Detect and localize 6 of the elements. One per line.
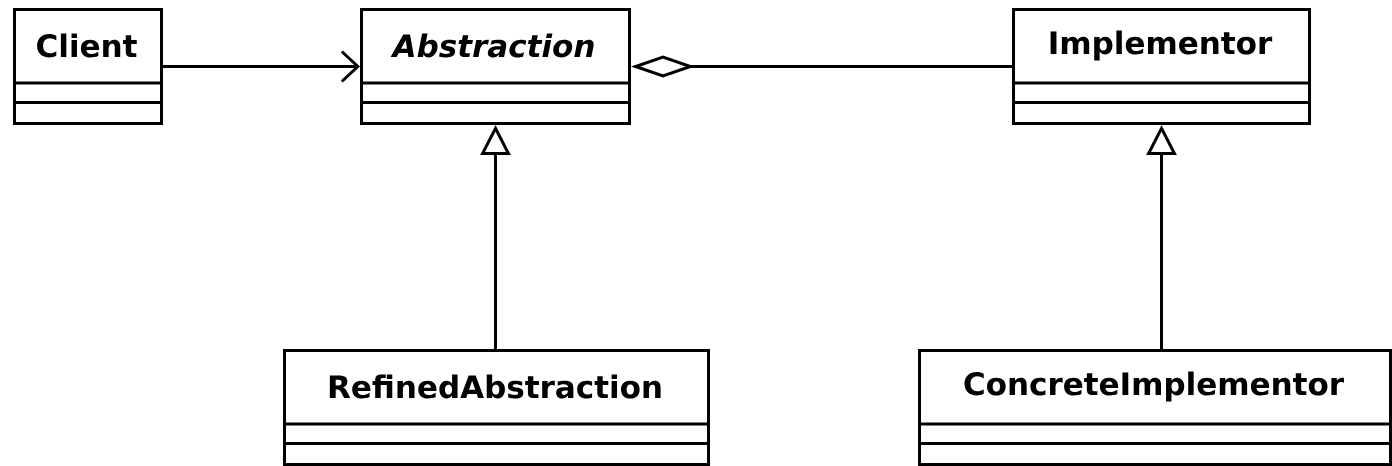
class-box: Client — [13, 8, 163, 125]
class-box: Implementor — [1012, 8, 1311, 125]
arrow — [163, 50, 360, 83]
class-box: Abstraction — [360, 8, 631, 125]
class-box: RefinedAbstraction — [283, 349, 710, 466]
class-box: ConcreteImplementor — [918, 349, 1392, 466]
